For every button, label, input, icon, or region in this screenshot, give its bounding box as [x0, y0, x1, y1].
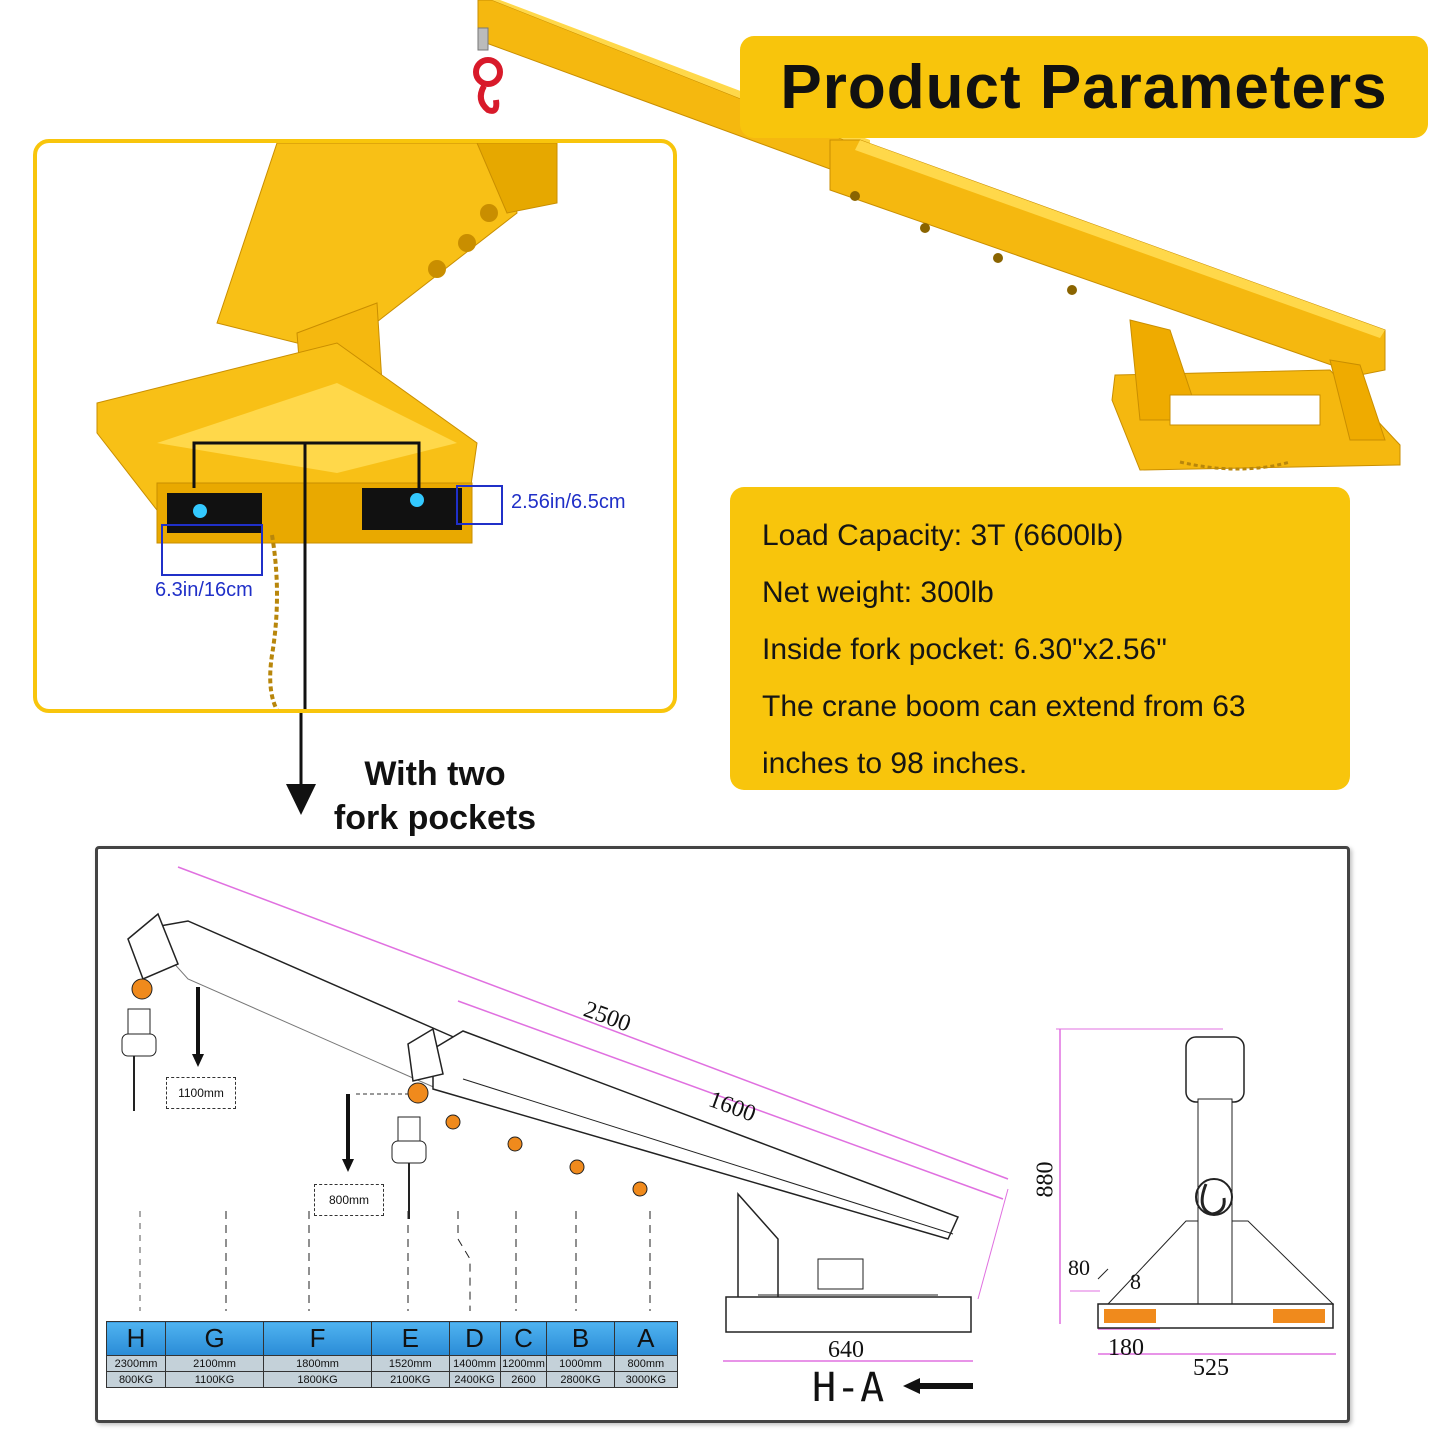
table-row-lengths: 2300mm 2100mm 1800mm 1520mm 1400mm 1200m… [105, 1355, 679, 1372]
spec-net-weight: Net weight: 300lb [762, 576, 994, 609]
position-f: F [262, 1321, 373, 1356]
load-h: 800KG [105, 1371, 167, 1388]
length-h: 2300mm [105, 1355, 167, 1372]
length-e: 1520mm [371, 1355, 450, 1372]
title-badge: Product Parameters [740, 36, 1428, 138]
load-a: 3000KG [613, 1371, 679, 1388]
offset-box-800: 800mm [314, 1184, 384, 1216]
spec-boom-extend-1: The crane boom can extend from 63 [762, 690, 1246, 723]
dim-880: 880 [1032, 1161, 1059, 1198]
load-f: 1800KG [262, 1371, 373, 1388]
load-g: 1100KG [165, 1371, 264, 1388]
spec-card: Load Capacity: 3T (6600lb) Net weight: 3… [730, 487, 1350, 790]
position-a: A [613, 1321, 679, 1356]
position-g: G [165, 1321, 264, 1356]
spec-load-capacity: Load Capacity: 3T (6600lb) [762, 519, 1124, 552]
position-e: E [371, 1321, 450, 1356]
fork-pocket-detail: 2.56in/6.5cm 6.3in/16cm [33, 139, 677, 713]
caption-line-1: With two [364, 755, 506, 793]
position-b: B [546, 1321, 615, 1356]
load-b: 2800KG [546, 1371, 615, 1388]
length-a: 800mm [613, 1355, 679, 1372]
position-d: D [448, 1321, 501, 1356]
view-label: H-A [812, 1365, 885, 1411]
load-d: 2400KG [448, 1371, 501, 1388]
length-d: 1400mm [448, 1355, 501, 1372]
dim-180: 180 [1108, 1335, 1144, 1361]
spec-boom-extend-2: inches to 98 inches. [762, 747, 1028, 780]
position-c: C [499, 1321, 548, 1356]
page-title: Product Parameters [780, 52, 1388, 122]
technical-drawing-lines [121, 866, 1336, 1394]
caption-line-2: fork pockets [333, 799, 537, 837]
hook-assembly-right [391, 1027, 444, 1219]
hook-assembly-left [121, 912, 179, 1111]
length-f: 1800mm [262, 1355, 373, 1372]
pocket-height-label: 2.56in/6.5cm [511, 491, 626, 513]
capacity-table: H G F E D C B A 2300mm 2100mm 1800mm 152… [105, 1321, 679, 1388]
load-c: 2600 [499, 1371, 548, 1388]
dim-525: 525 [1193, 1355, 1229, 1381]
pointer-arrow [286, 713, 316, 815]
position-h: H [105, 1321, 167, 1356]
table-row-loads: 800KG 1100KG 1800KG 2100KG 2400KG 2600 2… [105, 1371, 679, 1388]
table-row-positions: H G F E D C B A [105, 1321, 679, 1356]
fork-pocket-illustration [96, 143, 558, 709]
length-b: 1000mm [546, 1355, 615, 1372]
offset-box-1100: 1100mm [166, 1077, 236, 1109]
load-e: 2100KG [371, 1371, 450, 1388]
dim-8: 8 [1130, 1269, 1141, 1294]
pocket-width-label: 6.3in/16cm [155, 579, 253, 601]
length-g: 2100mm [165, 1355, 264, 1372]
length-c: 1200mm [499, 1355, 548, 1372]
side-view-frame [1097, 1036, 1335, 1329]
dim-640: 640 [828, 1337, 864, 1363]
spec-fork-pocket: Inside fork pocket: 6.30"x2.56" [762, 633, 1167, 666]
hook-icon [473, 27, 503, 114]
fork-pocket-caption: With two fork pockets [320, 752, 550, 840]
dim-80: 80 [1068, 1255, 1090, 1280]
